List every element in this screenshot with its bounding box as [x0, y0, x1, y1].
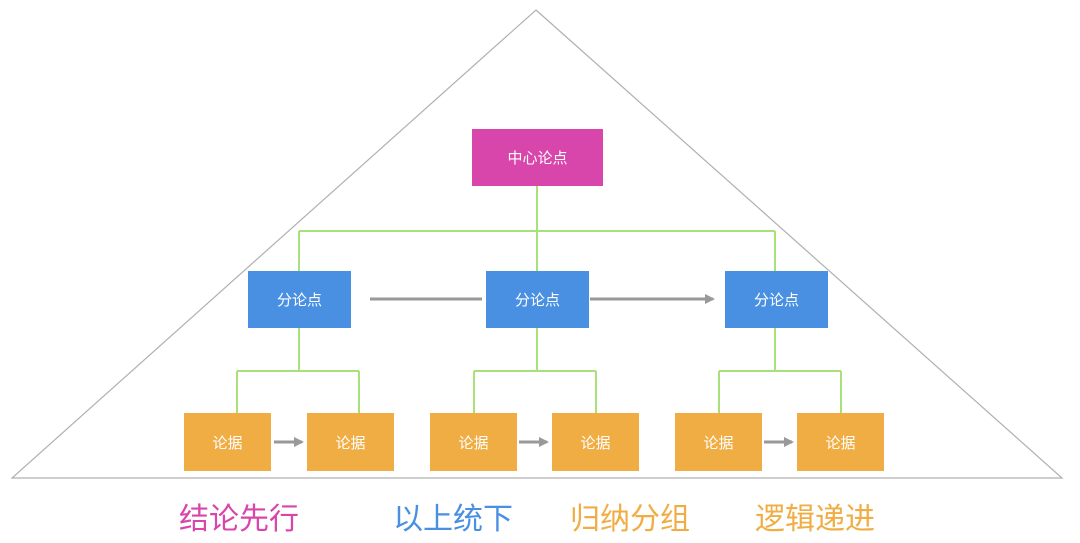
evidence-label: 论据 [703, 433, 734, 452]
connector-sub-1 [236, 328, 360, 413]
sub-point-node-3: 分论点 [725, 271, 828, 328]
pyramid-outline [10, 9, 1064, 479]
sub-point-label: 分论点 [753, 291, 799, 309]
evidence-node-3: 论据 [430, 413, 517, 471]
central-point-label: 中心论点 [507, 149, 568, 167]
principle-2: 以上统下 [393, 502, 513, 537]
connector-sub-3 [718, 328, 842, 413]
evidence-label: 论据 [335, 433, 366, 452]
connector-root [298, 186, 776, 271]
evidence-node-5: 论据 [675, 413, 762, 471]
sub-point-label: 分论点 [514, 291, 560, 309]
evidence-label: 论据 [825, 433, 856, 452]
evidence-label: 论据 [458, 433, 489, 452]
evidence-node-1: 论据 [184, 413, 271, 471]
evidence-node-4: 论据 [552, 413, 639, 471]
evidence-label: 论据 [212, 433, 243, 452]
evidence-node-6: 论据 [797, 413, 884, 471]
sub-point-node-1: 分论点 [248, 271, 351, 328]
principle-1: 结论先行 [179, 502, 299, 537]
principle-4: 逻辑递进 [755, 502, 875, 537]
evidence-label: 论据 [580, 433, 611, 452]
connector-sub-2 [473, 328, 597, 413]
central-point-node: 中心论点 [472, 129, 603, 186]
sub-point-label: 分论点 [276, 291, 322, 309]
evidence-node-2: 论据 [307, 413, 394, 471]
sub-point-node-2: 分论点 [486, 271, 589, 328]
principle-3: 归纳分组 [570, 502, 690, 537]
